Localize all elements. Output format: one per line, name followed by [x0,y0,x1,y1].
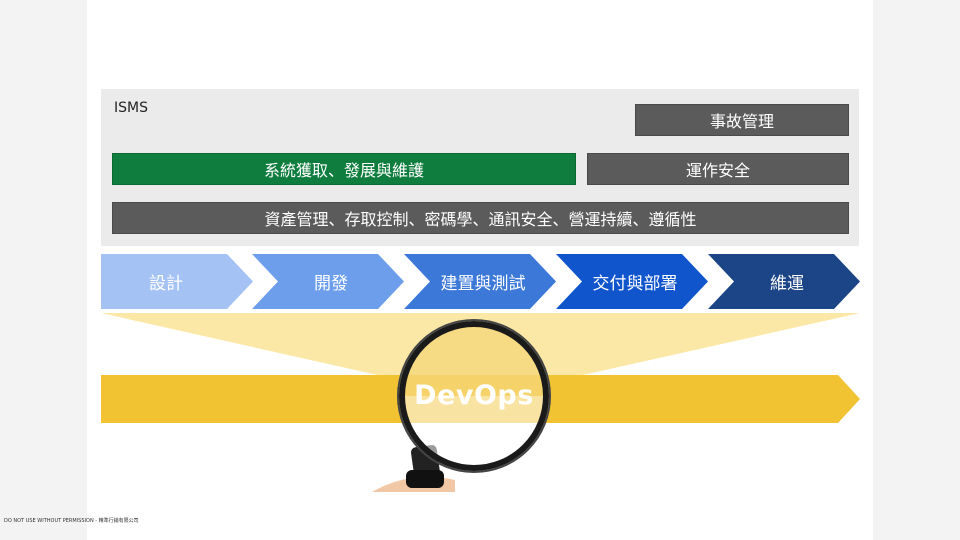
system-acquisition-box: 系統獲取、發展與維護 [112,153,576,185]
footer-notice: DO NOT USE WITHOUT PERMISSION - 精準行銷有限公司 [4,518,139,524]
stage-label-develop: 開發 [314,274,348,294]
stage-shape-develop [252,254,404,309]
security-controls-box: 資產管理、存取控制、密碼學、通訊安全、營運持續、遵循性 [112,202,849,234]
stage-label-operate: 維運 [770,274,804,294]
stage-shape-deliver-deploy [556,254,708,309]
magnifier-icon [372,319,551,492]
stage-label-deliver-deploy: 交付與部署 [592,274,678,294]
stage-shape-design [101,254,253,309]
stage-shape-operate [708,254,860,309]
stage-label-design: 設計 [149,274,183,294]
stage-label-build-test: 建置與測試 [440,274,526,294]
operations-security-box: 運作安全 [587,153,849,185]
devops-label: DevOps [414,380,534,411]
stage-shape-build-test [404,254,556,309]
stage-chevrons: 設計 開發 建置與測試 交付與部署 維運 [101,254,861,309]
isms-label: ISMS [114,100,148,116]
incident-management-box: 事故管理 [635,104,849,136]
